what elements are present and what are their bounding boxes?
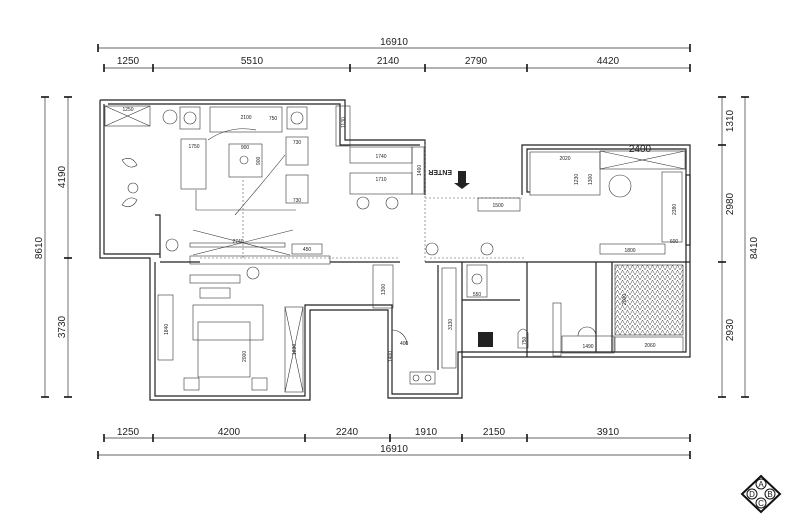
wardrobe-middle <box>284 306 304 393</box>
tv-console <box>189 255 331 265</box>
bottom-seg-6: 3910 <box>597 427 620 438</box>
stove <box>409 371 436 385</box>
bed <box>197 321 251 378</box>
svg-text:2740: 2740 <box>232 239 243 245</box>
bottom-seg-3: 2240 <box>336 427 359 438</box>
top-seg-1: 1250 <box>117 56 140 67</box>
left-dimension-chain: 8610 4190 3730 <box>34 96 72 398</box>
svg-text:1710: 1710 <box>375 177 386 183</box>
svg-text:2100: 2100 <box>240 115 251 121</box>
right-seg-2: 2980 <box>725 192 736 215</box>
right-seg-1: 1310 <box>725 109 736 132</box>
floor-drain <box>478 332 493 347</box>
furniture: 1250 2100 750 1130 1750 900 900 730 730 … <box>104 105 686 393</box>
top-total-label: 16910 <box>380 37 408 48</box>
svg-text:900: 900 <box>241 145 250 151</box>
top-seg-3: 2140 <box>377 56 400 67</box>
svg-text:A: A <box>758 480 764 489</box>
left-seg-1: 4190 <box>57 165 68 188</box>
bed-right <box>614 264 684 336</box>
svg-text:730: 730 <box>293 198 302 204</box>
top-seg-4: 2790 <box>465 56 488 67</box>
svg-text:1500: 1500 <box>492 203 503 209</box>
side-sofa <box>180 138 207 190</box>
svg-text:1130: 1130 <box>341 117 347 128</box>
top-seg-5: 4420 <box>597 56 620 67</box>
svg-text:900: 900 <box>256 156 262 165</box>
svg-text:1250: 1250 <box>122 107 133 113</box>
svg-text:1400: 1400 <box>388 351 394 362</box>
top-seg-2: 5510 <box>241 56 264 67</box>
right-seg-3: 2930 <box>725 318 736 341</box>
bottom-total-label: 16910 <box>380 444 408 455</box>
bottom-seg-4: 1910 <box>415 427 438 438</box>
bottom-seg-5: 2150 <box>483 427 506 438</box>
svg-text:1830: 1830 <box>292 344 298 355</box>
svg-text:450: 450 <box>303 247 312 253</box>
svg-text:2060: 2060 <box>644 343 655 349</box>
svg-text:B: B <box>767 490 772 499</box>
compass-icon: A B C D <box>740 474 782 514</box>
svg-text:550: 550 <box>473 292 482 298</box>
svg-text:2000: 2000 <box>622 294 628 305</box>
svg-text:2020: 2020 <box>559 156 570 162</box>
svg-text:C: C <box>758 499 764 508</box>
svg-text:400: 400 <box>400 341 409 347</box>
left-seg-2: 3730 <box>57 315 68 338</box>
svg-text:2000: 2000 <box>242 351 248 362</box>
walls <box>99 99 691 401</box>
side-table <box>127 182 139 194</box>
svg-text:750: 750 <box>522 336 528 345</box>
enter-arrow-icon <box>454 171 470 189</box>
svg-text:2380: 2380 <box>672 204 678 215</box>
left-total-label: 8610 <box>34 236 45 259</box>
coffee-table <box>228 143 263 178</box>
svg-text:1490: 1490 <box>582 344 593 350</box>
top-dimension-chain: 16910 1250 5510 2140 2790 4420 <box>97 37 691 72</box>
bottom-dimension-chain: 1250 4200 2240 1910 2150 3910 16910 <box>97 427 691 459</box>
right-dimension-chain: 1310 2980 2930 8410 <box>718 96 760 398</box>
svg-text:D: D <box>749 490 755 499</box>
svg-text:1750: 1750 <box>188 144 199 150</box>
svg-text:750: 750 <box>269 116 278 122</box>
svg-text:730: 730 <box>293 140 302 146</box>
plant-icon <box>162 109 178 125</box>
svg-text:1460: 1460 <box>417 165 423 176</box>
svg-text:1300: 1300 <box>588 174 594 185</box>
svg-text:1230: 1230 <box>574 174 580 185</box>
sofa <box>209 106 283 133</box>
svg-text:1740: 1740 <box>375 154 386 160</box>
shower <box>561 335 615 354</box>
svg-text:1800: 1800 <box>624 248 635 254</box>
cabinet-top-left <box>104 105 151 127</box>
wardrobe-left <box>157 294 174 361</box>
svg-text:1300: 1300 <box>381 284 387 295</box>
right-total-label: 8410 <box>749 236 760 259</box>
svg-text:1840: 1840 <box>164 324 170 335</box>
enter-label: ENTER <box>428 168 452 175</box>
desk <box>529 151 601 196</box>
svg-text:3130: 3130 <box>448 319 454 330</box>
bottom-seg-1: 1250 <box>117 427 140 438</box>
svg-text:600: 600 <box>670 239 679 245</box>
svg-text:2400: 2400 <box>629 144 652 155</box>
bottom-seg-2: 4200 <box>218 427 241 438</box>
